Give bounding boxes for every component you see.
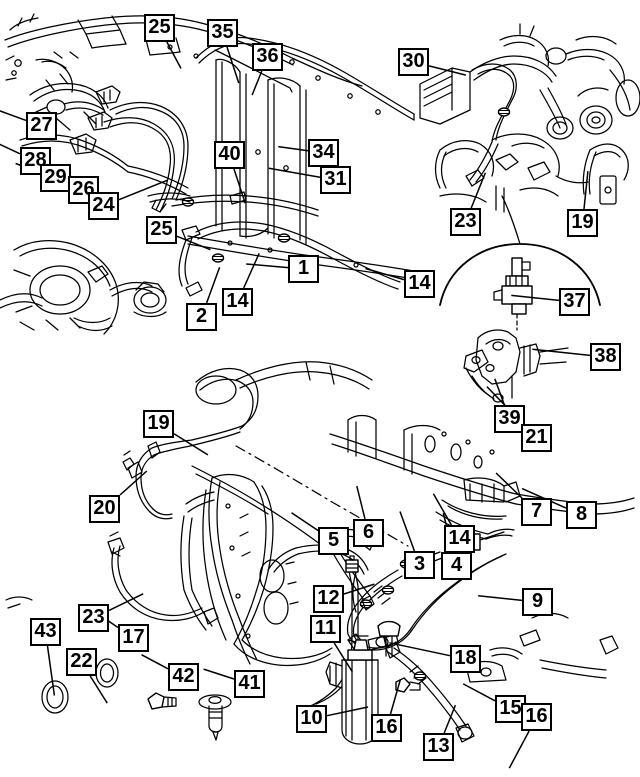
callout-2[interactable]: 2 bbox=[186, 303, 217, 331]
callout-number: 16 bbox=[525, 705, 548, 727]
callout-36[interactable]: 36 bbox=[252, 43, 283, 71]
callout-number: 40 bbox=[218, 143, 241, 165]
callout-number: 11 bbox=[314, 617, 337, 639]
callout-20[interactable]: 20 bbox=[89, 495, 120, 523]
callout-42[interactable]: 42 bbox=[168, 663, 199, 691]
callout-number: 6 bbox=[362, 521, 375, 543]
callout-29[interactable]: 29 bbox=[40, 164, 71, 192]
callout-31[interactable]: 31 bbox=[320, 166, 351, 194]
callout-8[interactable]: 8 bbox=[566, 501, 597, 529]
callout-number: 12 bbox=[317, 587, 340, 609]
callout-7[interactable]: 7 bbox=[521, 498, 552, 526]
callout-number: 9 bbox=[531, 590, 544, 612]
callout-number: 37 bbox=[563, 290, 586, 312]
callout-41[interactable]: 41 bbox=[234, 670, 265, 698]
callout-number: 21 bbox=[525, 426, 548, 448]
callout-number: 13 bbox=[427, 735, 450, 757]
callout-37[interactable]: 37 bbox=[559, 288, 590, 316]
callout-21[interactable]: 21 bbox=[521, 424, 552, 452]
callout-17[interactable]: 17 bbox=[118, 624, 149, 652]
callout-22[interactable]: 22 bbox=[66, 648, 97, 676]
callout-number: 19 bbox=[147, 412, 170, 434]
callout-30[interactable]: 30 bbox=[398, 48, 429, 76]
callout-number: 27 bbox=[30, 114, 53, 136]
callout-number: 5 bbox=[327, 529, 340, 551]
callout-23[interactable]: 23 bbox=[78, 604, 109, 632]
callout-number: 39 bbox=[498, 407, 521, 429]
callout-13[interactable]: 13 bbox=[423, 733, 454, 761]
callout-number: 2 bbox=[195, 305, 208, 327]
callout-number: 25 bbox=[150, 218, 173, 240]
callout-number: 41 bbox=[238, 672, 261, 694]
callout-number: 3 bbox=[413, 553, 426, 575]
callout-number: 25 bbox=[148, 16, 171, 38]
callout-number: 22 bbox=[70, 650, 93, 672]
callout-4[interactable]: 4 bbox=[441, 552, 472, 580]
callout-number: 35 bbox=[211, 21, 234, 43]
callout-number: 14 bbox=[408, 272, 431, 294]
callout-14[interactable]: 14 bbox=[404, 270, 435, 298]
callout-19[interactable]: 19 bbox=[567, 209, 598, 237]
callout-34[interactable]: 34 bbox=[308, 139, 339, 167]
callout-number: 38 bbox=[594, 345, 617, 367]
callout-number: 36 bbox=[256, 45, 279, 67]
callout-19[interactable]: 19 bbox=[143, 410, 174, 438]
callout-35[interactable]: 35 bbox=[207, 19, 238, 47]
callout-number: 8 bbox=[575, 503, 588, 525]
callout-5[interactable]: 5 bbox=[318, 527, 349, 555]
callout-number: 19 bbox=[571, 211, 594, 233]
callout-number: 18 bbox=[454, 647, 477, 669]
callout-3[interactable]: 3 bbox=[404, 551, 435, 579]
callout-number: 1 bbox=[297, 257, 310, 279]
callout-25[interactable]: 25 bbox=[146, 216, 177, 244]
callout-number: 15 bbox=[499, 697, 522, 719]
callout-number: 42 bbox=[172, 665, 195, 687]
callout-number: 24 bbox=[92, 194, 115, 216]
callout-number: 4 bbox=[450, 554, 463, 576]
callout-number: 23 bbox=[454, 210, 477, 232]
callout-6[interactable]: 6 bbox=[353, 519, 384, 547]
callout-number: 14 bbox=[448, 527, 471, 549]
callout-11[interactable]: 11 bbox=[310, 615, 341, 643]
callout-27[interactable]: 27 bbox=[26, 112, 57, 140]
callout-number: 7 bbox=[530, 500, 543, 522]
callout-25[interactable]: 25 bbox=[144, 14, 175, 42]
callout-number: 17 bbox=[122, 626, 145, 648]
callout-14[interactable]: 14 bbox=[444, 525, 475, 553]
callout-43[interactable]: 43 bbox=[30, 618, 61, 646]
callout-16[interactable]: 16 bbox=[371, 714, 402, 742]
callout-number: 20 bbox=[93, 497, 116, 519]
callout-12[interactable]: 12 bbox=[313, 585, 344, 613]
callout-23[interactable]: 23 bbox=[450, 208, 481, 236]
callout-number: 14 bbox=[226, 290, 249, 312]
callout-number: 34 bbox=[312, 141, 335, 163]
callout-18[interactable]: 18 bbox=[450, 645, 481, 673]
callout-40[interactable]: 40 bbox=[214, 141, 245, 169]
callout-9[interactable]: 9 bbox=[522, 588, 553, 616]
callout-24[interactable]: 24 bbox=[88, 192, 119, 220]
callout-number: 30 bbox=[402, 50, 425, 72]
callout-number: 43 bbox=[34, 620, 57, 642]
callout-38[interactable]: 38 bbox=[590, 343, 621, 371]
callout-14[interactable]: 14 bbox=[222, 288, 253, 316]
callout-number: 31 bbox=[324, 168, 347, 190]
callout-number: 16 bbox=[375, 716, 398, 738]
callout-1[interactable]: 1 bbox=[288, 255, 319, 283]
callout-number: 23 bbox=[82, 606, 105, 628]
callout-number: 29 bbox=[44, 166, 67, 188]
callout-16[interactable]: 16 bbox=[521, 703, 552, 731]
callout-number: 10 bbox=[300, 707, 323, 729]
callout-10[interactable]: 10 bbox=[296, 705, 327, 733]
